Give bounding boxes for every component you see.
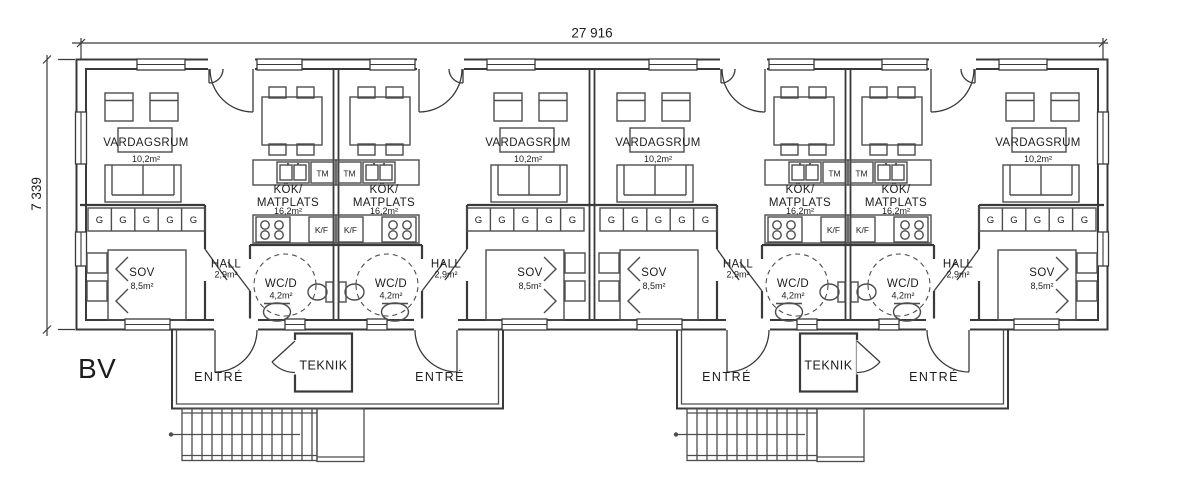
u4-entre-label: ENTRÉ	[909, 369, 959, 384]
floor-level-label: BV	[78, 353, 116, 384]
u2-wardrobe-4: G	[545, 215, 552, 226]
u3-sov-label: SOV	[641, 267, 667, 279]
u4-wcd-label: WC/D	[887, 278, 919, 290]
u4-wcd-area: 4,2m²	[891, 291, 914, 301]
u4-kok-label-1: KÖK/	[881, 184, 910, 196]
u2-sov-label: SOV	[517, 267, 543, 279]
dimension-depth-label: 7 339	[29, 177, 44, 211]
u2-kok-label-1: KÖK/	[369, 184, 398, 196]
u2-vardagsrum-label: VARDAGSRUM	[485, 137, 571, 149]
u1-wardrobe-3: G	[143, 215, 150, 226]
u2-entre-label: ENTRÉ	[415, 369, 465, 384]
u1-wardrobe-2: G	[119, 215, 126, 226]
u1-tm-label: TM	[316, 169, 328, 179]
u3-wcd-area: 4,2m²	[781, 291, 804, 301]
u1-wardrobe-4: G	[166, 215, 173, 226]
teknik-room-right	[798, 332, 881, 393]
u4-wardrobe-4: G	[1057, 215, 1064, 226]
u1-kok-label-2: MATPLATS	[257, 197, 319, 209]
u2-wcd-area: 4,2m²	[379, 291, 402, 301]
u2-hall-label: HALL	[431, 259, 462, 271]
u1-hall-label: HALL	[211, 259, 242, 271]
u1-sov-area: 8,5m²	[130, 281, 153, 291]
u4-sov-area: 8,5m²	[1030, 281, 1053, 291]
side-windows	[74, 111, 1110, 267]
u1-wardrobe-5: G	[190, 215, 197, 226]
entrance-porch-right	[673, 329, 1009, 463]
u4-wardrobe-3: G	[1034, 215, 1041, 226]
u1-wcd-area: 4,2m²	[269, 291, 292, 301]
u4-kok-area: 16,2m²	[882, 206, 910, 216]
u4-wardrobe-2: G	[1010, 215, 1017, 226]
u1-kok-label-1: KÖK/	[273, 184, 302, 196]
u2-kf-label: K/F	[344, 225, 357, 235]
u4-kf-label: K/F	[856, 225, 869, 235]
u3-wardrobe-2: G	[631, 215, 638, 226]
u1-wardrobe-1: G	[96, 215, 103, 226]
u3-vardagsrum-area: 10,2m²	[644, 154, 672, 164]
u3-kok-area: 16,2m²	[786, 206, 814, 216]
u1-kok-area: 16,2m²	[274, 206, 302, 216]
party-walls	[332, 69, 852, 320]
u3-entre-label: ENTRÉ	[702, 369, 752, 384]
u3-wardrobe-4: G	[678, 215, 685, 226]
u3-wardrobe-3: G	[655, 215, 662, 226]
u4-hall-area: 2,9m²	[946, 270, 969, 280]
u2-kok-area: 16,2m²	[370, 206, 398, 216]
u1-entre-label: ENTRÉ	[194, 369, 244, 384]
u1-sov-label: SOV	[129, 267, 155, 279]
u2-wardrobe-5: G	[569, 215, 576, 226]
stairs-right	[673, 407, 865, 463]
teknik-room-left	[271, 332, 354, 393]
u4-wardrobe-5: G	[1081, 215, 1088, 226]
u4-kok-label-2: MATPLATS	[865, 197, 927, 209]
u3-hall-area: 2,9m²	[726, 270, 749, 280]
stairs-left	[168, 407, 365, 463]
u3-wardrobe-1: G	[608, 215, 615, 226]
u4-vardagsrum-label: VARDAGSRUM	[995, 137, 1081, 149]
u2-kok-label-2: MATPLATS	[353, 197, 415, 209]
teknik-left-label: TEKNIK	[299, 359, 347, 373]
u3-kok-label-2: MATPLATS	[769, 197, 831, 209]
u4-wardrobe-1: G	[987, 215, 994, 226]
u3-vardagsrum-label: VARDAGSRUM	[615, 137, 701, 149]
u2-sov-area: 8,5m²	[518, 281, 541, 291]
u2-wardrobe-1: G	[475, 215, 482, 226]
u4-sov-label: SOV	[1029, 267, 1055, 279]
u1-kf-label: K/F	[315, 225, 328, 235]
u1-vardagsrum-area: 10,2m²	[132, 154, 160, 164]
u3-sov-area: 8,5m²	[642, 281, 665, 291]
u1-wcd-label: WC/D	[265, 278, 297, 290]
u2-wardrobe-2: G	[498, 215, 505, 226]
dimension-lines	[42, 38, 1108, 336]
u4-tm-label: TM	[855, 169, 867, 179]
dimension-width-label: 27 916	[571, 26, 612, 41]
entrance-porch-left	[168, 329, 504, 463]
u2-vardagsrum-area: 10,2m²	[514, 154, 542, 164]
u2-wcd-label: WC/D	[375, 278, 407, 290]
u3-tm-label: TM	[828, 169, 840, 179]
u2-tm-label: TM	[343, 169, 355, 179]
u3-wardrobe-5: G	[702, 215, 709, 226]
u4-hall-label: HALL	[943, 259, 974, 271]
u3-kok-label-1: KÖK/	[785, 184, 814, 196]
u3-kf-label: K/F	[827, 225, 840, 235]
u4-vardagsrum-area: 10,2m²	[1024, 154, 1052, 164]
u2-wardrobe-3: G	[522, 215, 529, 226]
u3-wcd-label: WC/D	[777, 278, 809, 290]
teknik-right-label: TEKNIK	[804, 359, 852, 373]
u1-vardagsrum-label: VARDAGSRUM	[103, 137, 189, 149]
building-outline	[75, 58, 1109, 331]
u2-hall-area: 2,9m²	[434, 270, 457, 280]
u1-hall-area: 2,9m²	[214, 270, 237, 280]
u3-hall-label: HALL	[723, 259, 754, 271]
